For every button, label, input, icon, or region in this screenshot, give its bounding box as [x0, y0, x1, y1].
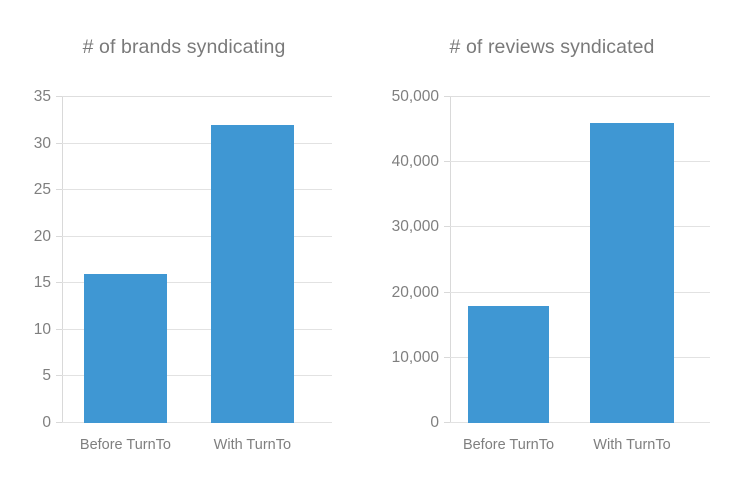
plot-area-reviews: 0 10,000 20,000 30,000 40,000 50,000 Before T…	[392, 88, 710, 453]
y-axis-tick-label: 5	[42, 367, 51, 385]
gridline	[62, 282, 332, 284]
gridline	[62, 422, 332, 423]
y-tick-mark	[444, 96, 450, 97]
y-axis-tick-label: 20	[33, 227, 51, 245]
y-tick-mark	[56, 282, 62, 284]
y-tick-mark	[444, 422, 450, 423]
gridline	[450, 356, 710, 358]
gridline	[62, 189, 332, 191]
gridline	[62, 328, 332, 330]
y-tick-mark	[56, 96, 62, 97]
y-axis-spine-brands	[62, 97, 63, 423]
gridline	[450, 96, 710, 97]
gridline	[450, 161, 710, 163]
y-axis-tick-label: 40,000	[391, 153, 439, 171]
gridline	[450, 226, 710, 228]
y-axis-tick-label: 10,000	[391, 348, 439, 366]
x-axis-tick-label: Before TurnTo	[462, 437, 555, 453]
gridline	[62, 375, 332, 377]
y-tick-mark	[56, 422, 62, 423]
chart-panel-reviews: # of reviews syndicated 0 10,000 20,000 30,…	[368, 0, 736, 496]
x-axis-tick-label: With TurnTo	[593, 437, 671, 453]
y-axis-tick-label: 30	[33, 134, 51, 152]
y-tick-mark	[56, 142, 62, 144]
x-axis-tick-label: With TurnTo	[213, 437, 292, 453]
gridline	[62, 142, 332, 144]
bar-group[interactable]: With TurnTo	[210, 97, 295, 453]
y-axis-tick-label: 15	[33, 274, 51, 292]
bar[interactable]	[210, 124, 295, 423]
y-axis-tick-label: 20,000	[391, 283, 439, 301]
y-axis-tick-label: 50,000	[391, 88, 439, 105]
bar[interactable]	[468, 305, 549, 423]
y-tick-mark	[56, 375, 62, 377]
y-tick-mark	[444, 226, 450, 228]
y-axis-spine-reviews	[450, 97, 451, 423]
y-axis-tick-label: 0	[430, 414, 439, 431]
bar-group[interactable]: Before TurnTo	[80, 97, 171, 453]
chart-title-reviews: # of reviews syndicated	[449, 36, 655, 58]
y-tick-mark	[56, 235, 62, 237]
y-tick-mark	[444, 161, 450, 163]
gridline	[450, 291, 710, 293]
chart-panel-brands: # of brands syndicating 0 5 10 15 20 25 30 35 B…	[34, 36, 332, 453]
gridline	[62, 235, 332, 237]
y-tick-mark	[444, 291, 450, 293]
bar-group[interactable]: With TurnTo	[590, 97, 674, 453]
y-axis-tick-label: 30,000	[391, 218, 439, 236]
bars-reviews: Before TurnTo With TurnTo	[450, 97, 710, 453]
gridline	[62, 96, 332, 97]
bar[interactable]	[590, 123, 674, 423]
bars-brands: Before TurnTo With TurnTo	[62, 97, 332, 453]
y-tick-mark	[56, 189, 62, 191]
y-axis-tick-label: 0	[42, 414, 51, 431]
y-axis-tick-label: 25	[33, 181, 51, 199]
y-axis-tick-label: 10	[33, 320, 51, 338]
bar-group[interactable]: Before TurnTo	[463, 97, 554, 453]
gridline	[450, 422, 710, 423]
y-tick-mark	[444, 356, 450, 358]
y-axis-tick-label: 35	[33, 88, 51, 105]
plot-area-brands: 0 5 10 15 20 25 30 35 Before TurnTo With TurnTo	[34, 88, 332, 453]
chart-title-brands: # of brands syndicating	[82, 36, 286, 58]
x-axis-tick-label: Before TurnTo	[79, 437, 171, 453]
bar[interactable]	[83, 273, 168, 423]
y-tick-mark	[56, 328, 62, 330]
